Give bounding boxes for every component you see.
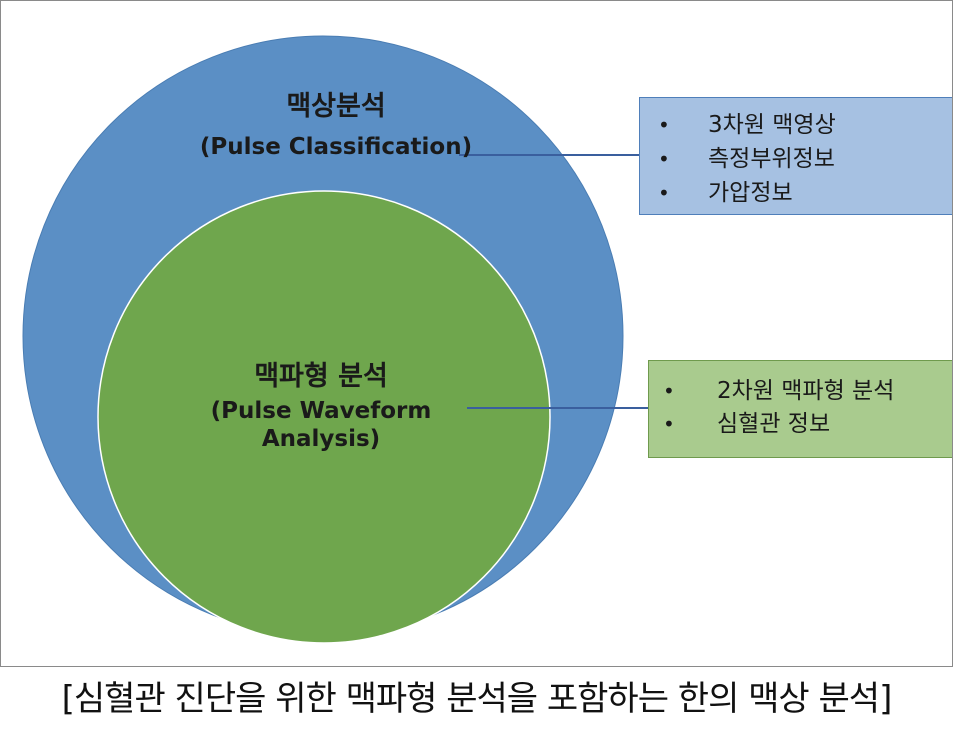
inner-circle-title: 맥파형 분석 bbox=[254, 361, 388, 392]
list-item: • 심혈관 정보 bbox=[659, 408, 952, 441]
list-item-text: 3차원 맥영상 bbox=[708, 112, 836, 138]
diagram-frame: 맥상분석 (Pulse Classification) 맥파형 분석 (Puls… bbox=[0, 0, 953, 667]
inner-circle-pulse-waveform bbox=[97, 190, 551, 644]
list-item-text: 심혈관 정보 bbox=[717, 411, 831, 437]
bullet-icon: • bbox=[658, 113, 670, 137]
inner-circle-subtitle-line2: Analysis) bbox=[261, 426, 381, 452]
figure-caption: [심혈관 진단을 위한 맥파형 분석을 포함하는 한의 맥상 분석] bbox=[61, 679, 893, 719]
bullet-icon: • bbox=[658, 181, 670, 205]
list-item-text: 측정부위정보 bbox=[708, 146, 835, 172]
classification-info-box: • 3차원 맥영상 • 측정부위정보 • 가압정보 bbox=[639, 97, 952, 215]
outer-circle-title: 맥상분석 bbox=[286, 91, 386, 122]
waveform-info-box: • 2차원 맥파형 분석 • 심혈관 정보 bbox=[648, 360, 952, 458]
inner-circle-subtitle-line1: (Pulse Waveform bbox=[210, 398, 432, 424]
bullet-icon: • bbox=[663, 379, 675, 403]
list-item: • 2차원 맥파형 분석 bbox=[659, 375, 952, 408]
list-item: • 측정부위정보 bbox=[654, 142, 952, 176]
list-item-text: 2차원 맥파형 분석 bbox=[717, 378, 895, 404]
outer-circle-subtitle: (Pulse Classification) bbox=[199, 134, 473, 160]
diagram-canvas bbox=[22, 35, 648, 644]
classification-info-list: • 3차원 맥영상 • 측정부위정보 • 가압정보 bbox=[654, 108, 952, 210]
outer-circle-label: 맥상분석 (Pulse Classification) bbox=[121, 89, 551, 161]
list-item-text: 가압정보 bbox=[708, 180, 793, 206]
list-item: • 가압정보 bbox=[654, 176, 952, 210]
list-item: • 3차원 맥영상 bbox=[654, 108, 952, 142]
inner-circle-label: 맥파형 분석 (Pulse Waveform Analysis) bbox=[151, 359, 491, 451]
waveform-info-list: • 2차원 맥파형 분석 • 심혈관 정보 bbox=[659, 375, 952, 441]
bullet-icon: • bbox=[663, 412, 675, 436]
bullet-icon: • bbox=[658, 147, 670, 171]
